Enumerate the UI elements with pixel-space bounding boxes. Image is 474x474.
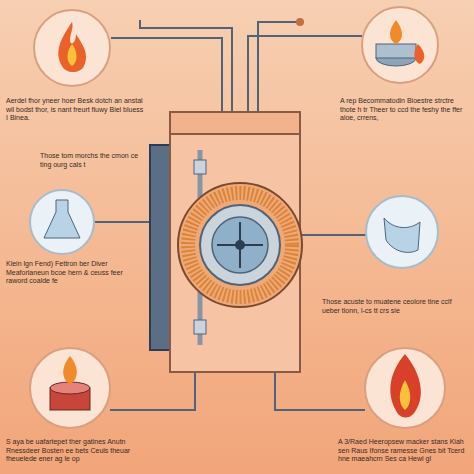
caption-text: Those tom morchs the cmon ce ting ourg c… (40, 152, 144, 169)
icon-flask-left (30, 190, 94, 254)
wire-joint (296, 18, 304, 26)
valve (194, 160, 206, 174)
caption-text: Those acuste to muatene ceolore tine ccl… (322, 298, 468, 315)
cabinet-top (170, 112, 300, 134)
icon-valve-right (366, 196, 438, 268)
heat-exchanger (200, 205, 280, 285)
burner-housing (178, 183, 302, 307)
heating-coil (188, 193, 292, 297)
valve (194, 320, 206, 334)
side-panel (150, 145, 172, 350)
icon-burner-bottom-left (30, 348, 110, 428)
fan-blades (217, 222, 263, 268)
caption-text: Klein lgn Fend) Fettron ber Diver Meafor… (6, 260, 142, 286)
icon-flame-bottom-right (365, 348, 445, 428)
hub (235, 240, 245, 250)
wires (95, 20, 366, 410)
caption-text: A 3/Raed Heeropsew macker stans Kiah sen… (338, 438, 468, 464)
caption-text: S aya be uafartepet ther gatines Anutn R… (6, 438, 146, 464)
icon-burner-top-right (362, 7, 438, 83)
icon-flame-top-left (34, 10, 110, 86)
caption-text: Aerdel fhor yneer hoer Besk dotch an ans… (6, 97, 144, 123)
fan (212, 217, 268, 273)
caption-text: A rep Becommatodin Bioestre strctre thot… (340, 97, 468, 123)
